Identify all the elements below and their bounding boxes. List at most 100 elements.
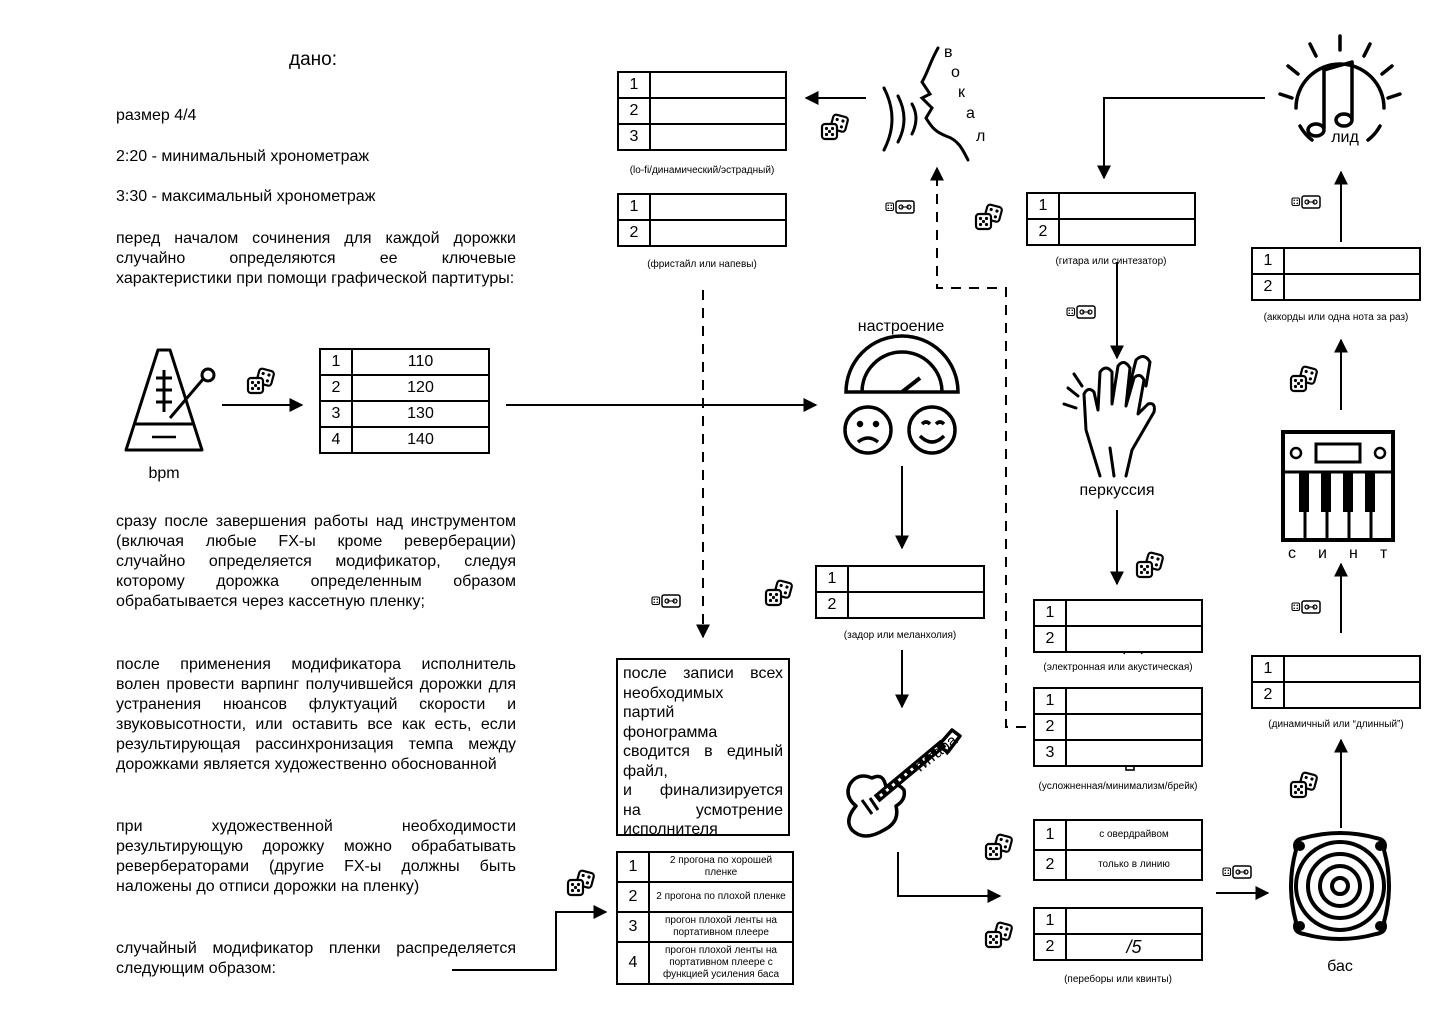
chords-option-cell [1283, 247, 1421, 275]
tape-distribution-paragraph: случайный модификатор пленки распределяе… [116, 940, 516, 977]
row-number: 2 [815, 591, 849, 619]
guitar-option-cell [1058, 192, 1196, 220]
warping-paragraph: после применения модификатора исполнител… [116, 656, 516, 773]
melancholy-option-cell [847, 591, 985, 619]
row-number: 2 [1033, 933, 1067, 961]
page-heading: дано: [289, 49, 337, 70]
vocal-letter: л [976, 128, 986, 145]
table-row: 1 [815, 565, 985, 593]
vocal-letter: а [966, 105, 975, 122]
final-text-line: фонограмма [623, 723, 718, 741]
tape-option: 2 прогона по хорошей пленке [648, 851, 794, 883]
lead-label: лид [1331, 129, 1359, 146]
dice-icon [986, 922, 1012, 947]
cheerful-option-cell [847, 565, 985, 593]
guitar-play-table: 1 2/5 [1033, 907, 1203, 961]
final-text-line: исполнителя [623, 821, 718, 838]
guitar-tone-option: только в линию [1065, 849, 1203, 881]
vocal-mode-table: 1 2 [617, 193, 787, 247]
table-row: 3 [617, 123, 787, 151]
synth-letter: т [1380, 545, 1388, 562]
row-number: 1 [617, 193, 651, 221]
arrow-guitar-to-tables [897, 852, 1002, 903]
row-number: 3 [1033, 739, 1067, 767]
final-text-line: сводится в единый [623, 743, 783, 760]
stage-option-cell [649, 123, 787, 151]
cassette-icon [886, 201, 914, 213]
table-row: 1 [1033, 599, 1203, 627]
row-number: 2 [1033, 849, 1067, 881]
synth-type-caption: (динамичный или “длинный”) [1268, 719, 1404, 730]
single-note-option-cell [1283, 273, 1421, 301]
arrow-lead-to-source [1097, 97, 1265, 180]
synth-keyboard-icon [1281, 430, 1395, 542]
dice-icon [822, 114, 848, 139]
freestyle-option-cell [649, 193, 787, 221]
row-number: 1 [1033, 819, 1067, 851]
percussion-style-caption: (усложненная/минимализм/брейк) [1038, 781, 1198, 792]
table-row: 2 [617, 97, 787, 125]
row-number: 1 [1033, 599, 1067, 627]
dice-icon [1291, 772, 1317, 797]
lofi-option-cell [649, 71, 787, 99]
synth-option-cell [1058, 218, 1196, 246]
final-text-line: файл, [623, 762, 668, 780]
bpm-value: 130 [351, 400, 490, 428]
table-row: 2/5 [1033, 933, 1203, 961]
bass-label: бас [1327, 958, 1353, 975]
percussion-kit-caption: (электронная или акустическая) [1043, 662, 1193, 673]
bpm-value: 120 [351, 374, 490, 402]
row-number: 4 [616, 941, 650, 985]
fifths-option-cell: /5 [1065, 933, 1203, 961]
picking-option-cell [1065, 907, 1203, 935]
row-number: 3 [617, 123, 651, 151]
row-number: 1 [1026, 192, 1060, 220]
breakbeat-option-cell [1065, 739, 1203, 767]
final-text-line: после записи всех [623, 665, 783, 682]
max-duration-text: 3:30 - максимальный хронометраж [116, 188, 376, 205]
row-number: 2 [319, 374, 353, 402]
percussion-kit-table: 1 2 [1033, 599, 1203, 653]
table-row: 1 [1251, 655, 1421, 683]
row-number: 3 [616, 911, 650, 943]
dynamic-option-cell [649, 97, 787, 125]
cassette-icon [1292, 601, 1320, 613]
table-row: 1 [1033, 687, 1203, 715]
time-signature-text: размер 4/4 [116, 107, 197, 124]
guitar-tone-option: с овердрайвом [1065, 819, 1203, 851]
final-text-line: необходимых [623, 684, 724, 702]
table-row: 2 [1026, 218, 1196, 246]
final-text-line: на усмотрение [623, 801, 783, 819]
dice-icon [976, 204, 1002, 229]
table-row: 1 [1033, 907, 1203, 935]
table-row: 2 [617, 219, 787, 247]
reverb-paragraph: при художественной необходимости результ… [116, 818, 516, 895]
lead-chord-caption: (аккорды или одна нота за раз) [1263, 312, 1409, 323]
row-number: 1 [1251, 247, 1285, 275]
lead-music-note-icon [1278, 34, 1402, 142]
row-number: 1 [1033, 907, 1067, 935]
vocal-letter: о [951, 64, 960, 81]
row-number: 1 [617, 71, 651, 99]
table-row: 2 [1033, 625, 1203, 653]
synth-letter: н [1349, 545, 1358, 562]
table-row: 2 [1251, 273, 1421, 301]
row-number: 1 [815, 565, 849, 593]
final-text-line: партий [623, 704, 675, 721]
table-row: 1 [1026, 192, 1196, 220]
dynamic-synth-option-cell [1283, 655, 1421, 683]
synth-letter: с [1288, 545, 1296, 562]
dice-icon [766, 580, 792, 605]
modifier-paragraph: сразу после завершения работы над инстру… [116, 513, 516, 610]
row-number: 2 [1251, 681, 1285, 709]
connector-arrows [222, 91, 1348, 971]
bass-speaker-icon [1289, 831, 1391, 941]
cassette-icon [1292, 196, 1320, 208]
metronome-icon [124, 348, 216, 452]
